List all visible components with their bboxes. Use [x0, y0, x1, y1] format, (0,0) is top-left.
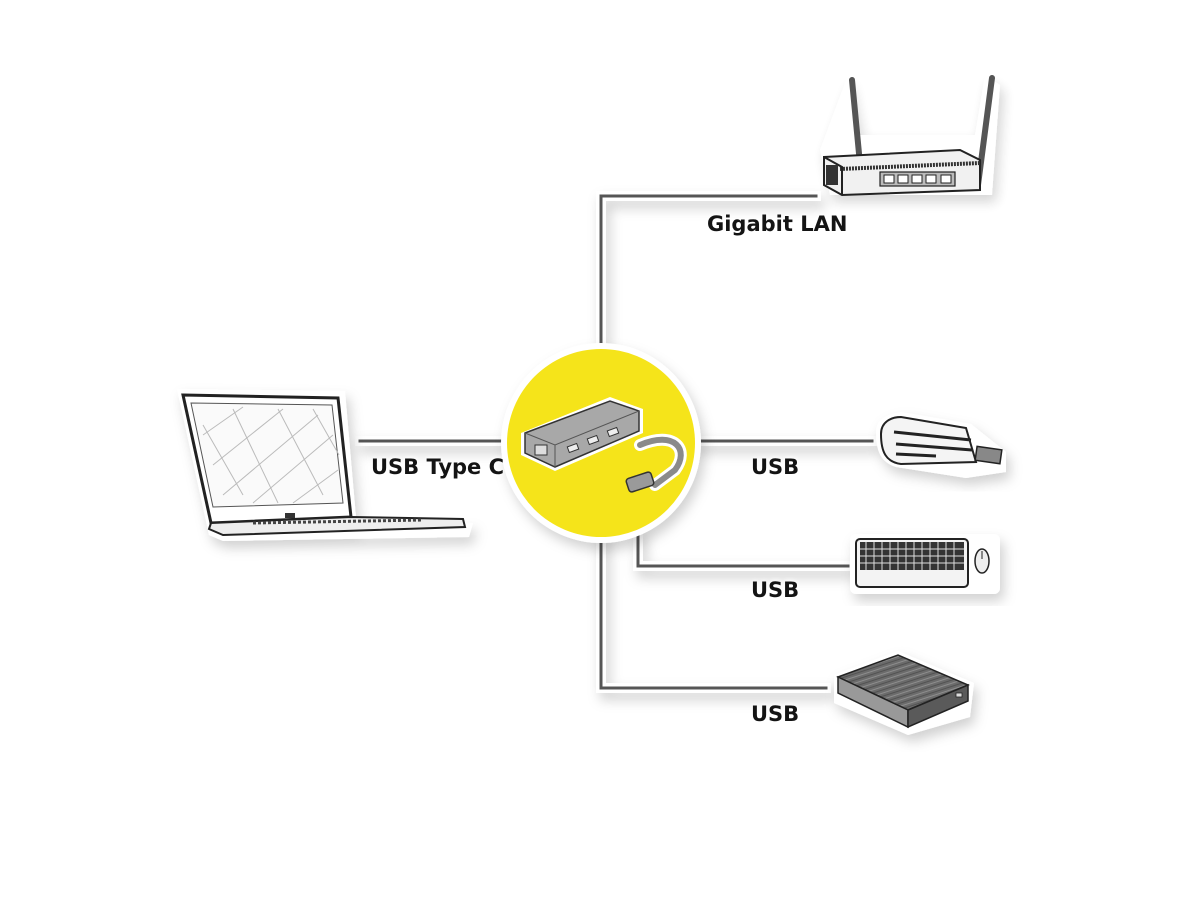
label-usb-keyboard: USB	[751, 578, 800, 602]
usb-hub-icon	[521, 397, 687, 493]
hub	[501, 343, 701, 543]
label-usb-hdd: USB	[751, 702, 800, 726]
label-usb-type-c: USB Type C	[371, 455, 505, 479]
external-hdd-icon	[834, 651, 974, 735]
card-reader-icon	[876, 412, 1006, 478]
label-usb-card-reader: USB	[751, 455, 800, 479]
line-router	[599, 194, 818, 352]
connector-lines	[355, 191, 877, 693]
label-gigabit-lan: Gigabit LAN	[707, 212, 848, 236]
laptop-icon	[177, 389, 473, 541]
router-icon	[820, 75, 1000, 197]
keyboard-mouse-icon	[850, 534, 1000, 594]
line-keyboard	[636, 533, 850, 568]
line-hdd	[599, 533, 828, 690]
